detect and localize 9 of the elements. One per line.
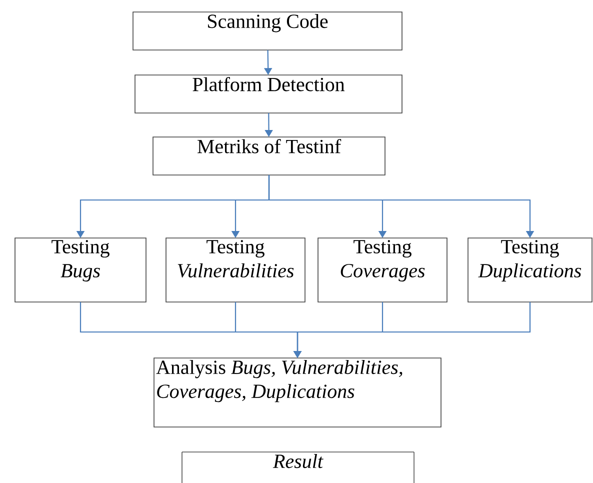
process-box: Testing Vulnerabilities — [166, 238, 306, 302]
process-box: Platform Detection — [134, 74, 402, 114]
process-box: Testing Bugs — [14, 238, 146, 302]
process-box: Testing Duplications — [468, 238, 592, 302]
result-box: Result — [182, 452, 414, 483]
process-box: Testing Coverages — [318, 238, 448, 302]
process-box: Metriks of Testinf — [152, 136, 386, 176]
process-box: Scanning Code — [132, 12, 402, 50]
process-box: Analysis Bugs, Vulnerabilities, Coverages, Duplications — [154, 358, 442, 428]
